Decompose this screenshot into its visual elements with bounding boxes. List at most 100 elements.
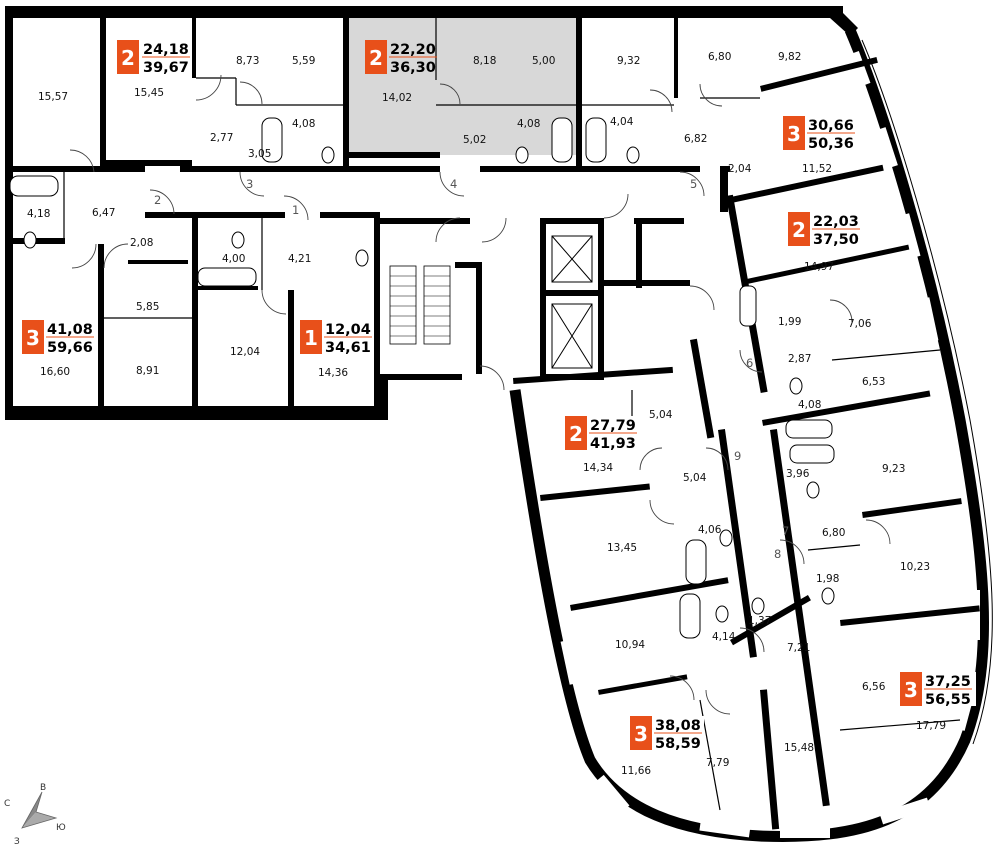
entrance-number: 3 — [246, 177, 253, 191]
apartment-badge[interactable]: 3 37,25 56,55 — [900, 672, 976, 708]
room-area: 6,82 — [684, 133, 707, 145]
badge-living-area: 30,66 — [808, 118, 854, 134]
badge-living-area: 27,79 — [590, 418, 636, 434]
room-area: 2,08 — [130, 237, 153, 249]
badge-total-area: 39,67 — [143, 60, 189, 76]
door-swings — [69, 74, 891, 715]
badge-total-area: 41,93 — [590, 436, 636, 452]
room-area: 4,08 — [798, 399, 821, 411]
entrance-number: 4 — [450, 177, 457, 191]
badge-room-count: 3 — [787, 122, 801, 146]
room-area: 14,34 — [583, 462, 613, 474]
badge-living-area: 37,25 — [925, 674, 971, 690]
staircase — [389, 265, 451, 345]
room-area: 5,00 — [532, 55, 555, 67]
compass-east: В — [40, 783, 46, 793]
room-area: 9,23 — [882, 463, 905, 475]
apartment-badges[interactable]: 2 24,18 39,67 2 22,20 36,30 3 30,66 50,3… — [22, 40, 976, 752]
room-area: 2,77 — [210, 132, 233, 144]
badge-total-area: 59,66 — [47, 340, 93, 356]
badge-living-area: 22,20 — [390, 42, 436, 58]
room-area: 6,53 — [862, 376, 885, 388]
room-area: 3,96 — [786, 468, 810, 480]
room-area: 6,56 — [862, 681, 886, 693]
room-area: 9,32 — [617, 55, 640, 67]
badge-total-area: 56,55 — [925, 692, 971, 708]
room-area: 5,04 — [683, 472, 707, 484]
badge-living-area: 24,18 — [143, 42, 189, 58]
badge-living-area: 41,08 — [47, 322, 93, 338]
room-area: 8,18 — [473, 55, 496, 67]
apartment-badge[interactable]: 2 27,79 41,93 — [565, 416, 639, 452]
room-area: 17,79 — [916, 720, 946, 732]
highlighted-apartment — [348, 18, 576, 155]
apartment-badge[interactable]: 2 22,03 37,50 — [788, 212, 862, 248]
apartment-badge[interactable]: 1 12,04 34,61 — [300, 320, 374, 356]
room-area: 11,66 — [621, 765, 651, 777]
apartment-badge[interactable]: 2 22,20 36,30 — [365, 40, 437, 76]
room-area: 15,45 — [134, 87, 164, 99]
compass: С В Ю З — [4, 783, 66, 847]
room-area: 5,04 — [649, 409, 673, 421]
room-area: 6,80 — [822, 527, 845, 539]
room-area: 4,14 — [712, 631, 736, 643]
apartment-badge[interactable]: 2 24,18 39,67 — [117, 40, 191, 76]
room-area: 5,02 — [463, 134, 486, 146]
badge-room-count: 2 — [369, 46, 383, 70]
room-area: 3,05 — [248, 148, 271, 160]
room-area: 4,08 — [292, 118, 315, 130]
outer-walls — [5, 6, 993, 842]
room-area: 4,08 — [517, 118, 540, 130]
room-area: 8,91 — [136, 365, 159, 377]
room-area: 7,06 — [848, 318, 872, 330]
room-area: 1,99 — [778, 316, 801, 328]
room-area: 14,02 — [382, 92, 412, 104]
room-area: 4,06 — [698, 524, 722, 536]
entrance-number: 6 — [746, 356, 753, 370]
badge-total-area: 50,36 — [808, 136, 854, 152]
badge-room-count: 2 — [121, 46, 135, 70]
room-area: 10,94 — [615, 639, 645, 651]
room-area: 4,04 — [610, 116, 634, 128]
partitions — [63, 18, 961, 811]
room-area: 10,23 — [900, 561, 930, 573]
entrance-number: 7 — [782, 524, 789, 538]
apartment-badge[interactable]: 3 38,08 58,59 — [630, 716, 704, 752]
room-area: 14,97 — [804, 261, 834, 273]
room-area: 5,59 — [292, 55, 315, 67]
badge-total-area: 58,59 — [655, 736, 701, 752]
room-area: 11,52 — [802, 163, 832, 175]
badge-room-count: 3 — [634, 722, 648, 746]
badge-room-count: 1 — [304, 326, 318, 350]
compass-west: З — [14, 837, 20, 847]
bathroom-fixtures — [9, 117, 835, 639]
badge-room-count: 3 — [26, 326, 40, 350]
room-area: 2,87 — [788, 353, 811, 365]
apartment-badge[interactable]: 3 30,66 50,36 — [783, 116, 857, 152]
room-area: 16,60 — [40, 366, 70, 378]
room-labels: 15,57 15,45 8,73 5,59 14,02 8,18 5,00 9,… — [27, 51, 946, 777]
badge-room-count: 2 — [792, 218, 806, 242]
room-area: 1,98 — [816, 573, 839, 585]
badge-living-area: 38,08 — [655, 718, 701, 734]
badge-living-area: 12,04 — [325, 322, 371, 338]
room-area: 7,79 — [706, 757, 729, 769]
entrance-number: 1 — [292, 203, 299, 217]
compass-south: Ю — [56, 823, 66, 833]
badge-total-area: 37,50 — [813, 232, 859, 248]
room-area: 7,21 — [787, 642, 810, 654]
room-area: 12,04 — [230, 346, 260, 358]
room-area: 2,04 — [728, 163, 752, 175]
room-area: 15,48 — [784, 742, 814, 754]
entrance-number: 9 — [734, 449, 741, 463]
room-area: 5,85 — [136, 301, 159, 313]
apartment-badge[interactable]: 3 41,08 59,66 — [22, 320, 98, 356]
room-area: 6,80 — [708, 51, 731, 63]
badge-total-area: 36,30 — [390, 60, 436, 76]
room-area: 6,47 — [92, 207, 115, 219]
entrance-number: 5 — [690, 177, 697, 191]
room-area: 1,37 — [748, 615, 771, 627]
room-area: 14,36 — [318, 367, 348, 379]
room-area: 9,82 — [778, 51, 801, 63]
